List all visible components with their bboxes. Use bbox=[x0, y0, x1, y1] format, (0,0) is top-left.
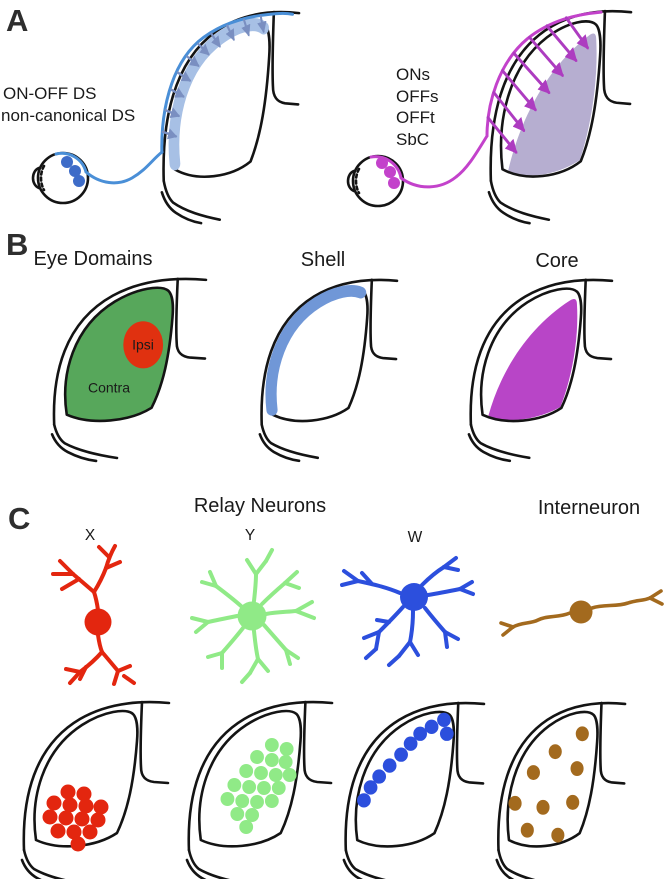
title-core: Core bbox=[535, 250, 579, 272]
core-region-magenta-fill bbox=[488, 299, 578, 421]
panel-b-eye-domains-lgn bbox=[50, 277, 208, 463]
shell-region-band bbox=[265, 285, 367, 416]
title-shell: Shell bbox=[300, 249, 346, 271]
rgc-dots-magenta bbox=[376, 157, 400, 189]
region-label-ipsi: Ipsi bbox=[132, 336, 154, 353]
panel-c-letter: C bbox=[8, 501, 31, 536]
panel-a-right-lgn bbox=[486, 9, 633, 225]
x-neuron-drawing bbox=[51, 544, 136, 686]
interneuron-distribution-lgn bbox=[495, 701, 627, 879]
interneuron-dots bbox=[508, 726, 589, 843]
retinogeniculate-axon-blue bbox=[162, 13, 293, 152]
neuron-label-y: Y bbox=[244, 527, 256, 544]
panel-b-letter: B bbox=[6, 227, 29, 262]
x-cell-dots bbox=[42, 784, 109, 852]
core-region-fill bbox=[508, 33, 597, 176]
shell-input-arrows bbox=[161, 15, 267, 140]
projection-label-non-canonical-ds: non-canonical DS bbox=[1, 106, 136, 125]
w-neuron-soma bbox=[400, 583, 428, 611]
rgc-dots-blue bbox=[61, 156, 85, 187]
ipsi-domain-ellipse bbox=[123, 321, 164, 369]
neuron-label-w: W bbox=[407, 529, 423, 546]
projection-label-offt: OFFt bbox=[396, 108, 435, 127]
panel-a-left-lgn bbox=[160, 10, 301, 225]
projection-label-on-off-ds: ON-OFF DS bbox=[3, 84, 97, 103]
core-input-arrows bbox=[486, 16, 589, 154]
neuron-label-x: X bbox=[84, 527, 96, 544]
panel-a-letter: A bbox=[6, 3, 29, 38]
y-neuron-drawing bbox=[190, 548, 316, 684]
w-neuron-drawing bbox=[340, 556, 475, 667]
title-eye-domains: Eye Domains bbox=[33, 248, 153, 270]
w-cell-dots bbox=[357, 712, 454, 808]
projection-label-sbc: SbC bbox=[396, 130, 430, 149]
y-distribution-lgn bbox=[185, 700, 334, 879]
w-distribution-lgn bbox=[342, 701, 486, 879]
interneuron-soma bbox=[569, 600, 593, 624]
interneuron-drawing bbox=[499, 589, 664, 637]
y-cell-dots bbox=[220, 738, 297, 834]
optic-nerve-magenta bbox=[369, 134, 489, 189]
x-distribution-lgn bbox=[20, 700, 171, 879]
title-relay-neurons: Relay Neurons bbox=[193, 495, 327, 517]
panel-b-shell-lgn bbox=[258, 278, 399, 463]
panel-a-left-eye bbox=[31, 151, 90, 205]
projection-label-ons: ONs bbox=[396, 65, 430, 84]
projection-label-offs: OFFs bbox=[396, 87, 439, 106]
retinogeniculate-axon-magenta bbox=[487, 12, 601, 136]
y-neuron-soma bbox=[237, 601, 267, 631]
x-neuron-soma bbox=[84, 608, 112, 636]
panel-b-core-lgn bbox=[467, 278, 614, 463]
optic-nerve-blue bbox=[54, 150, 164, 185]
panel-a-right-eye bbox=[346, 154, 405, 208]
title-interneuron: Interneuron bbox=[537, 497, 641, 519]
region-label-contra: Contra bbox=[87, 379, 131, 396]
